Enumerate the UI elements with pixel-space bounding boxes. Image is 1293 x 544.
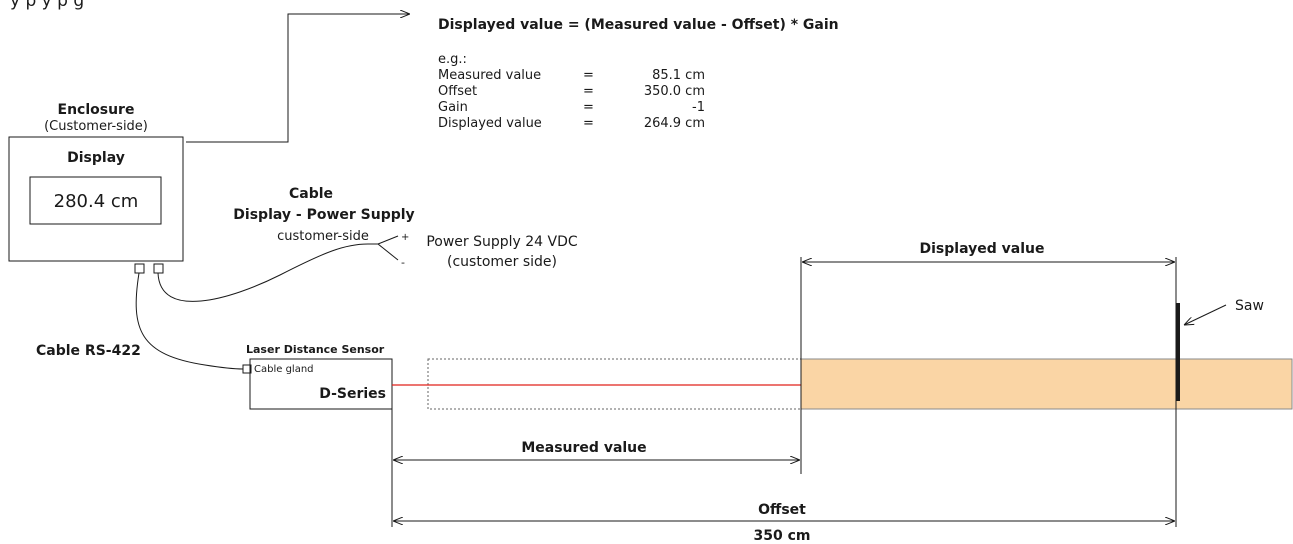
power-supply-label: Power Supply 24 VDC bbox=[426, 234, 578, 250]
dim-offset-value: 350 cm bbox=[754, 528, 811, 544]
example-eq: = bbox=[583, 68, 594, 83]
example-label: Displayed value bbox=[438, 116, 542, 131]
example-eq: = bbox=[583, 116, 594, 131]
example-value: 350.0 cm bbox=[644, 84, 705, 99]
connector-right bbox=[153, 263, 164, 274]
power-cable-side: customer-side bbox=[277, 229, 369, 244]
header-fragment: y p y p g bbox=[10, 0, 84, 11]
example-value: 85.1 cm bbox=[652, 68, 705, 83]
example-eq: = bbox=[583, 84, 594, 99]
enclosure-title: Enclosure bbox=[58, 102, 135, 118]
enclosure-box bbox=[8, 136, 184, 262]
power-supply-side: (customer side) bbox=[447, 254, 557, 270]
formula-leader-line bbox=[186, 14, 410, 143]
display-screen bbox=[29, 176, 162, 225]
enclosure-subtitle: (Customer-side) bbox=[44, 119, 148, 134]
formula-text: Displayed value = (Measured value - Offs… bbox=[438, 17, 839, 33]
sensor-box bbox=[249, 358, 393, 410]
dim-displayed-label: Displayed value bbox=[920, 241, 1045, 257]
example-label: Measured value bbox=[438, 68, 541, 83]
example-eq: = bbox=[583, 100, 594, 115]
rs422-label: Cable RS-422 bbox=[36, 343, 141, 359]
display-readout: 280.4 cm bbox=[54, 191, 139, 212]
workpiece bbox=[800, 358, 1293, 410]
power-cable-subtitle: Display - Power Supply bbox=[233, 207, 414, 223]
example-label: Offset bbox=[438, 84, 477, 99]
saw-label: Saw bbox=[1235, 298, 1264, 314]
example-value: 264.9 cm bbox=[644, 116, 705, 131]
power-cable-title: Cable bbox=[289, 186, 333, 202]
dim-measured-label: Measured value bbox=[521, 440, 646, 456]
example-value: -1 bbox=[692, 100, 705, 115]
cable-gland-label: Cable gland bbox=[254, 364, 314, 375]
sensor-title: Laser Distance Sensor bbox=[246, 343, 385, 356]
display-label: Display bbox=[67, 150, 125, 166]
power-lead-minus bbox=[377, 243, 399, 261]
power-cable bbox=[157, 243, 378, 302]
sensor-series: D-Series bbox=[319, 386, 386, 402]
cable-gland bbox=[242, 364, 252, 374]
connector-left bbox=[134, 263, 145, 274]
power-plus-sign: + bbox=[401, 232, 409, 243]
example-intro: e.g.: bbox=[438, 52, 467, 67]
power-minus-sign: - bbox=[401, 256, 405, 269]
example-rows: Measured value = 85.1 cm Offset = 350.0 … bbox=[438, 68, 705, 131]
saw-leader bbox=[1184, 304, 1227, 325]
power-lead-plus bbox=[377, 235, 399, 245]
ghost-target-outline bbox=[427, 358, 802, 410]
example-label: Gain bbox=[438, 100, 468, 115]
rs422-cable bbox=[135, 272, 244, 370]
dim-offset-label: Offset bbox=[758, 502, 806, 518]
